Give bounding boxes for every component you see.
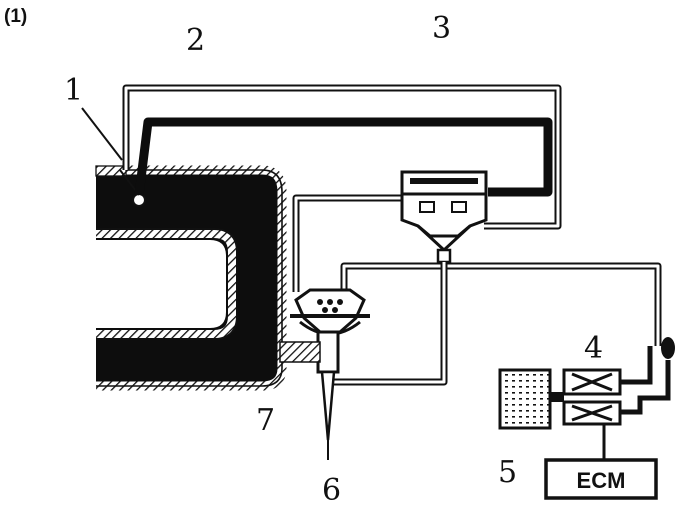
callout-2: 2 bbox=[186, 23, 205, 58]
callout-1: 1 bbox=[64, 73, 83, 108]
leader-1 bbox=[81, 107, 123, 161]
solenoid-valve-4 bbox=[498, 337, 675, 460]
egr-valve bbox=[279, 288, 370, 460]
callout-6: 6 bbox=[322, 473, 341, 508]
callout-5: 5 bbox=[498, 455, 517, 490]
callout-3: 3 bbox=[432, 11, 451, 46]
ecm-box: ECM bbox=[544, 458, 658, 500]
ecm-label: ECM bbox=[577, 468, 626, 493]
hose-egr-to-solenoid bbox=[340, 262, 662, 346]
callout-7: 7 bbox=[256, 403, 275, 438]
intake-manifold bbox=[95, 165, 287, 391]
hose-manifold-to-3 bbox=[292, 194, 402, 292]
callout-4: 4 bbox=[584, 331, 603, 366]
component-3-modulator bbox=[400, 170, 488, 264]
pressure-line-thick bbox=[134, 117, 553, 197]
figure-tag: (1) bbox=[4, 6, 27, 27]
